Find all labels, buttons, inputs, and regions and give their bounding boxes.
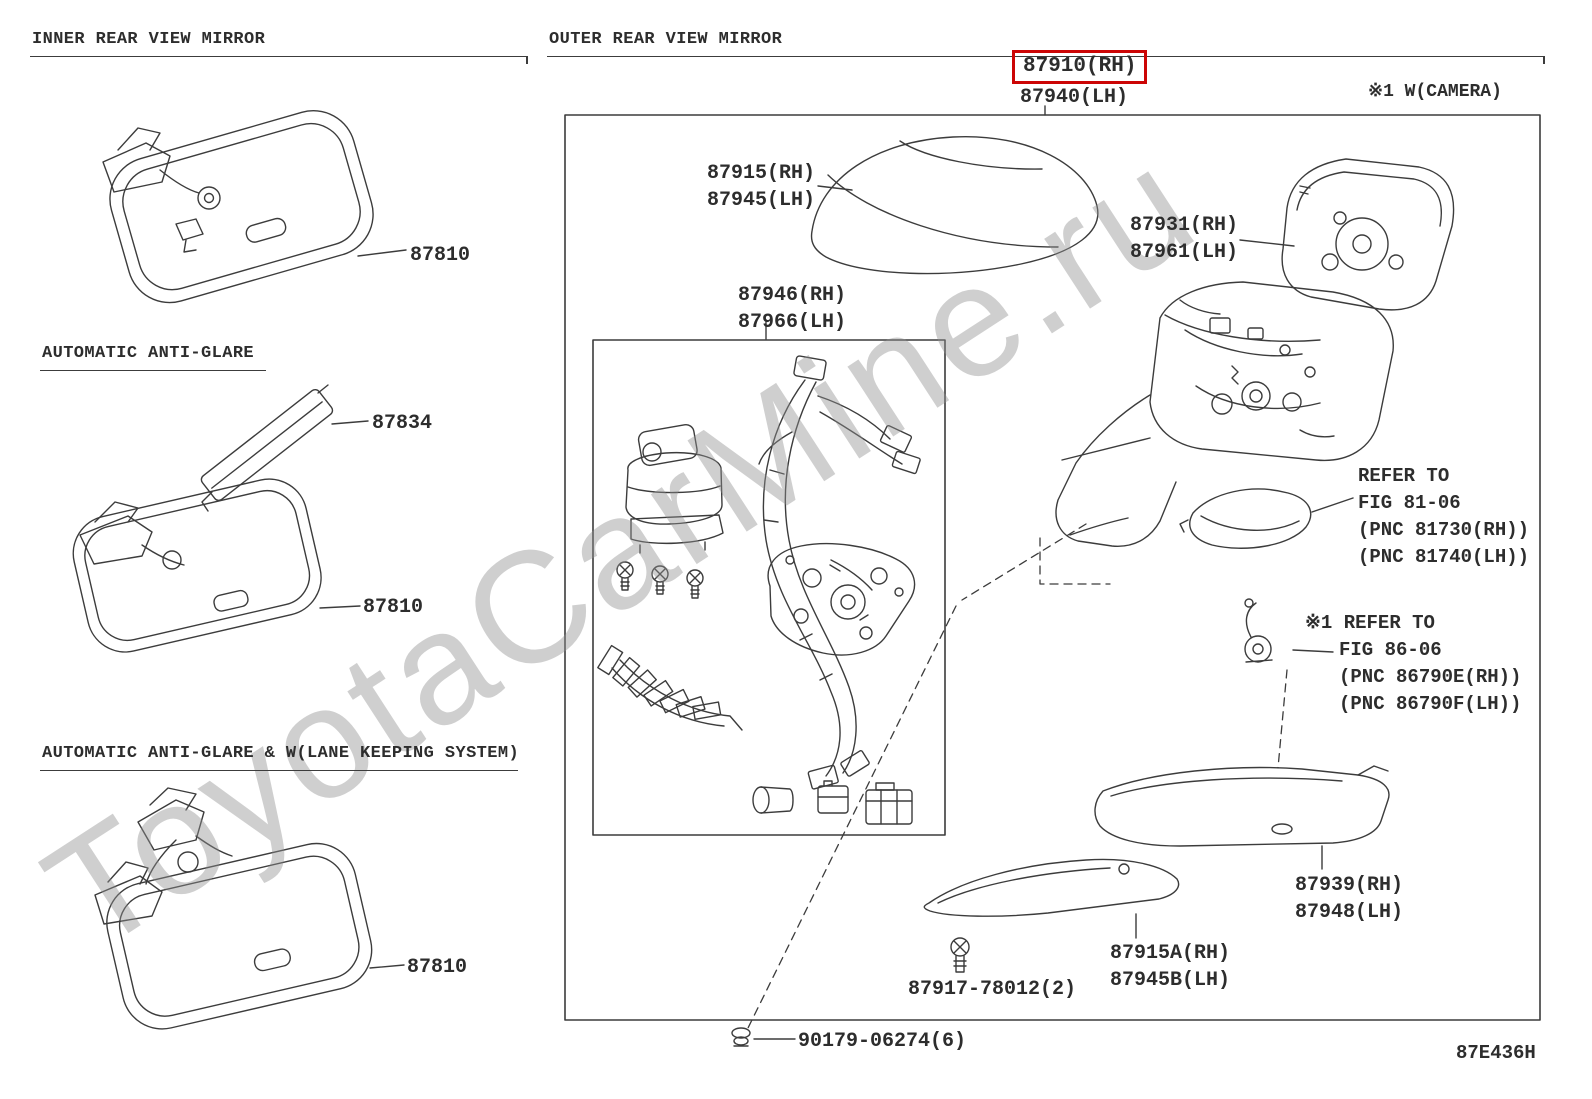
turn-signal-reference: REFER TO FIG 81-06 (PNC 81730(RH)) (PNC … [1358,463,1529,571]
part-mirror-glass[interactable]: 87931(RH) 87961(LH) [1130,212,1238,266]
lane-keeping-section-title: AUTOMATIC ANTI-GLARE & W(LANE KEEPING SY… [40,744,519,771]
outer-assembly-frame [564,114,1541,1021]
lower-trim-drawing [923,858,1180,917]
mirror-body-drawing [1055,281,1394,547]
part-number: 87810 [407,956,468,979]
part-number-rh: 87915A(RH) [1110,942,1231,965]
part-87940[interactable]: 87940(LH) [1020,84,1128,111]
actuator-motor-drawing [625,423,724,554]
anti-glare-cover-drawing [200,384,334,512]
ref-line: (PNC 81740(LH)) [1358,546,1530,568]
part-number-lh: 87961(LH) [1130,241,1239,264]
outer-section-title: OUTER REAR VIEW MIRROR [547,30,1545,64]
highlighted-part-87910[interactable]: 87910(RH) [1012,50,1148,84]
part-actuator-kit[interactable]: 87946(RH) 87966(LH) [738,282,846,336]
anti-glare-mirror-drawing [72,478,322,653]
part-screw[interactable]: 87917-78012(2) [908,976,1076,1003]
actuator-kit-frame [592,339,946,836]
part-87810-standard[interactable]: 87810 [410,242,470,269]
ref-line: (PNC 81730(RH)) [1358,519,1530,541]
ref-line: (PNC 86790E(RH)) [1339,666,1522,688]
dashed-assembly-lines [747,523,1288,1029]
part-number: 87810 [363,596,424,619]
outer-mirror-cover-drawing [810,135,1099,275]
part-clip[interactable]: 90179-06274(6) [798,1028,966,1055]
clip-drawing [731,1027,751,1047]
connector-fan-drawing [597,644,743,731]
small-connectors-drawing [752,780,913,825]
camera-reference: ※1 REFER TO FIG 86-06 (PNC 86790E(RH)) (… [1305,610,1521,718]
inner-section-title: INNER REAR VIEW MIRROR [30,30,528,64]
part-number-lh: 87945(LH) [707,189,816,212]
part-number-rh: 87939(RH) [1295,874,1404,897]
part-number-rh: 87910(RH) [1023,55,1137,78]
part-number-lh: 87940(LH) [1020,86,1129,109]
part-number-lh: 87948(LH) [1295,901,1404,924]
camera-unit-drawing [1244,598,1273,663]
part-87834[interactable]: 87834 [372,410,432,437]
turn-signal-lamp-drawing [1179,488,1312,549]
part-87810-antiglare[interactable]: 87810 [363,594,423,621]
part-mirror-cover[interactable]: 87915(RH) 87945(LH) [707,160,815,214]
ref-line: FIG 81-06 [1358,492,1461,514]
wire-harness-drawing [758,355,921,790]
ref-line: (PNC 86790F(LH)) [1339,693,1522,715]
part-number: 90179-06274(6) [798,1030,967,1053]
part-number: 87834 [372,412,433,435]
lower-cover-drawing [1094,765,1390,847]
leader-lines [319,105,1354,1040]
part-lower-trim[interactable]: 87915A(RH) 87945B(LH) [1110,940,1230,994]
ref-line: REFER TO [1358,465,1450,487]
figure-code: 87E436H [1456,1042,1536,1064]
part-number: 87810 [410,244,471,267]
anti-glare-section-title: AUTOMATIC ANTI-GLARE [40,344,266,371]
camera-note: ※1 W(CAMERA) [1368,82,1502,102]
part-number-lh: 87966(LH) [738,311,847,334]
part-number: 87917-78012(2) [908,978,1077,1001]
ref-line: ※1 REFER TO [1305,612,1435,634]
part-number-rh: 87946(RH) [738,284,847,307]
glass-backing-plate-drawing [767,543,916,656]
part-number-lh: 87945B(LH) [1110,969,1231,992]
mirror-glass-drawing [1281,158,1455,311]
kit-screws-drawing [616,561,704,599]
part-number-rh: 87931(RH) [1130,214,1239,237]
ref-line: FIG 86-06 [1339,639,1442,661]
part-number-rh: 87915(RH) [707,162,816,185]
inner-mirror-standard-drawing [102,110,374,304]
lane-keeping-mirror-drawing [94,787,373,1030]
screw-drawing [950,937,970,973]
part-lower-cover[interactable]: 87939(RH) 87948(LH) [1295,872,1403,926]
part-87810-lanekeeping[interactable]: 87810 [407,954,467,981]
